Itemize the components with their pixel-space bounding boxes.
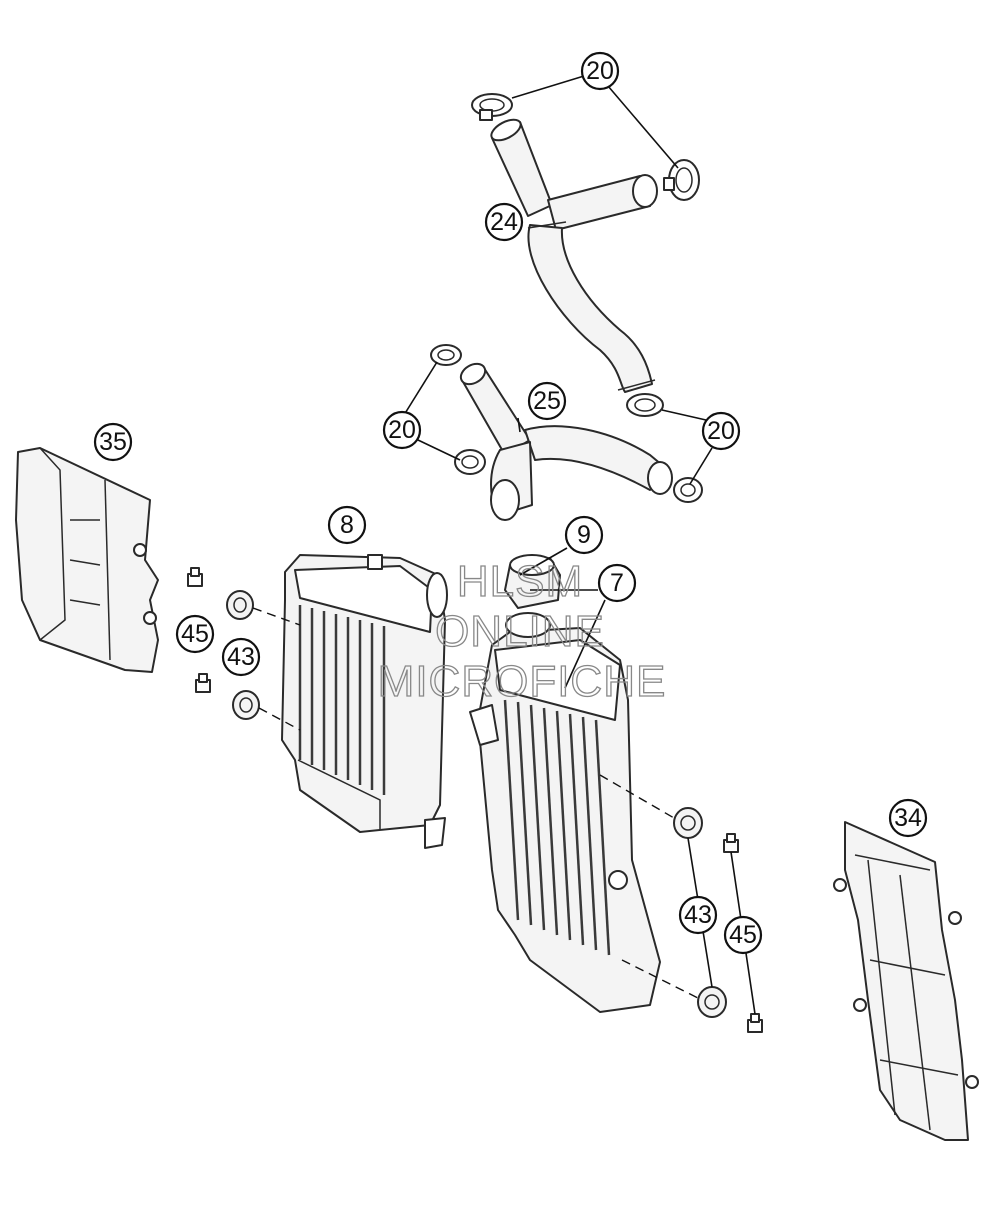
callout-45-right: 45 bbox=[723, 915, 763, 955]
hose-clamp-lower-right-top bbox=[626, 393, 664, 417]
watermark-line-2: ONLINE bbox=[435, 607, 605, 656]
callout-label: 45 bbox=[729, 921, 757, 949]
hose-clamp-upper-left bbox=[471, 93, 513, 121]
callout-43-right: 43 bbox=[678, 895, 718, 935]
callout-43-left: 43 bbox=[221, 637, 261, 677]
callout-35: 35 bbox=[93, 422, 133, 462]
radiator-guard-35 bbox=[15, 447, 159, 673]
callout-25: 25 bbox=[527, 381, 567, 421]
callout-label: 34 bbox=[894, 804, 922, 832]
grommet-43-left-lower bbox=[232, 690, 260, 720]
grommet-43-left-upper bbox=[226, 590, 254, 620]
upper-hose-24 bbox=[490, 118, 658, 393]
callout-label: 45 bbox=[181, 620, 209, 648]
callout-9: 9 bbox=[564, 515, 604, 555]
bolt-45-left-upper bbox=[187, 567, 203, 587]
lower-hose-25 bbox=[459, 362, 673, 521]
callout-label: 9 bbox=[577, 521, 591, 549]
grommet-43-right-upper bbox=[673, 807, 703, 839]
callout-label: 20 bbox=[586, 57, 614, 85]
callout-label: 8 bbox=[340, 511, 354, 539]
callout-label: 25 bbox=[533, 387, 561, 415]
callout-label: 24 bbox=[490, 208, 518, 236]
callout-20-top: 20 bbox=[580, 51, 620, 91]
callout-20-right: 20 bbox=[701, 411, 741, 451]
callout-label: 7 bbox=[610, 569, 624, 597]
hose-clamp-upper-right bbox=[663, 159, 700, 201]
hose-clamp-lower-left-bottom bbox=[454, 449, 486, 475]
watermark-line-3: MICROFICHE bbox=[378, 657, 667, 706]
callout-8: 8 bbox=[327, 505, 367, 545]
callout-label: 43 bbox=[227, 643, 255, 671]
bolt-45-right-upper bbox=[723, 833, 739, 853]
callout-label: 35 bbox=[99, 428, 127, 456]
bolt-45-right-lower bbox=[747, 1013, 763, 1033]
hose-clamp-lower-left-top bbox=[430, 344, 462, 366]
callout-label: 20 bbox=[388, 416, 416, 444]
watermark-line-1: HLSM bbox=[457, 557, 583, 606]
radiator-right-7 bbox=[469, 612, 661, 1013]
callout-34: 34 bbox=[888, 798, 928, 838]
callout-45-left: 45 bbox=[175, 614, 215, 654]
radiator-guard-34 bbox=[833, 821, 979, 1141]
watermark: HLSM ONLINE MICROFICHE bbox=[377, 556, 667, 706]
callout-label: 20 bbox=[707, 417, 735, 445]
bolt-45-left-lower bbox=[195, 673, 211, 693]
callout-7: 7 bbox=[597, 563, 637, 603]
hose-clamp-lower-right-bottom bbox=[673, 477, 703, 503]
callout-20-left: 20 bbox=[382, 410, 422, 450]
callout-label: 43 bbox=[684, 901, 712, 929]
grommet-43-right-lower bbox=[697, 986, 727, 1018]
callout-24: 24 bbox=[484, 202, 524, 242]
radiator-left-8 bbox=[281, 554, 448, 849]
